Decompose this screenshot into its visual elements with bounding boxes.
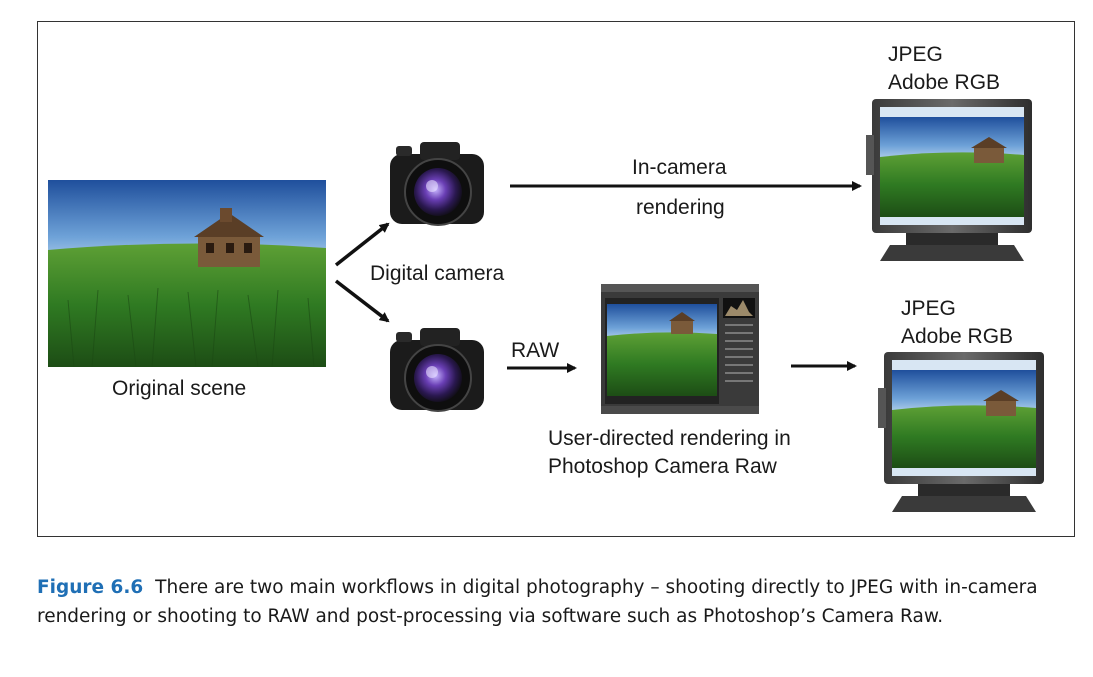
caption-text: There are two main workflows in digital … xyxy=(37,577,1038,627)
photoshop-window-icon xyxy=(601,284,759,414)
in-camera-label-line2: rendering xyxy=(636,196,725,219)
original-scene-label: Original scene xyxy=(112,377,247,400)
camera-icon xyxy=(390,142,484,226)
arrow-icon xyxy=(334,222,390,267)
monitor-icon xyxy=(878,352,1044,512)
digital-camera-label: Digital camera xyxy=(370,262,505,285)
figure-caption: Figure 6.6 There are two main workflows … xyxy=(37,573,1067,631)
figure-number: Figure 6.6 xyxy=(37,577,144,598)
arrow-icon xyxy=(334,279,390,323)
in-camera-label-line1: In-camera xyxy=(632,156,727,179)
monitor-icon xyxy=(866,99,1032,261)
bottom-output-colorspace: Adobe RGB xyxy=(901,325,1014,348)
top-output-colorspace: Adobe RGB xyxy=(888,71,1001,94)
user-directed-label-line2: Photoshop Camera Raw xyxy=(548,455,777,478)
in-camera-arrow xyxy=(510,181,862,191)
top-output-format: JPEG xyxy=(888,43,943,66)
output-arrow xyxy=(791,361,857,371)
bottom-output-format: JPEG xyxy=(901,297,956,320)
figure-frame xyxy=(37,21,1075,537)
user-directed-label-line1: User-directed rendering in xyxy=(548,427,791,450)
raw-label: RAW xyxy=(511,339,560,362)
camera-icon xyxy=(390,328,484,412)
original-scene-photo xyxy=(48,180,326,367)
house-icon xyxy=(194,208,264,267)
raw-arrow xyxy=(507,363,577,373)
split-arrows xyxy=(334,222,390,323)
